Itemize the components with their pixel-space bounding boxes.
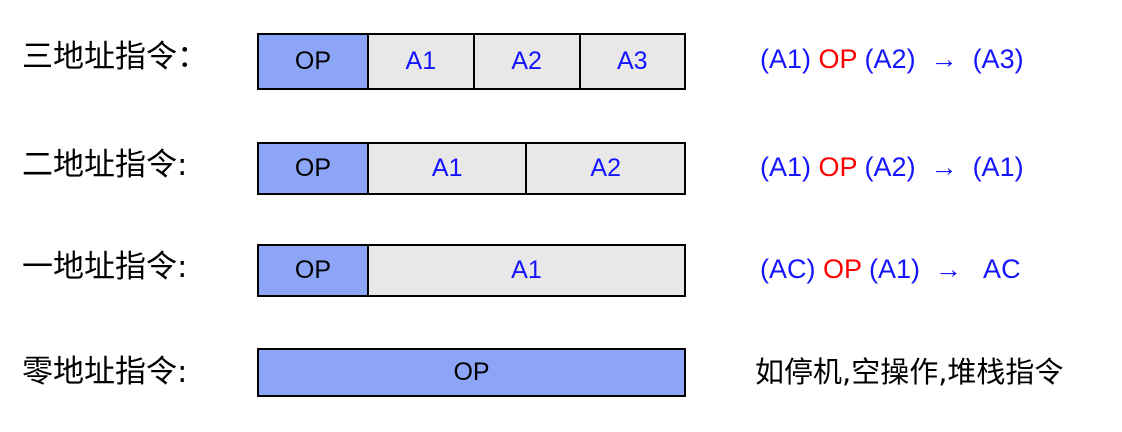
row-label-one-address: 一地址指令: bbox=[22, 249, 188, 285]
formula-operand-right: (A1) bbox=[861, 254, 936, 284]
field-address-1: A1 bbox=[366, 35, 473, 88]
note-zero-address: 如停机,空操作,堆栈指令 bbox=[755, 355, 1064, 389]
format-bar-zero-address: OP bbox=[257, 348, 686, 397]
field-address-1: A1 bbox=[366, 246, 684, 295]
formula-operand-right: (A2) bbox=[857, 152, 931, 182]
field-address-3: A3 bbox=[578, 35, 684, 88]
formula-operator: OP bbox=[818, 44, 858, 74]
row-label-two-address: 二地址指令: bbox=[22, 147, 188, 183]
field-opcode: OP bbox=[259, 246, 367, 295]
field-address-1: A1 bbox=[366, 144, 526, 193]
field-address-2: A2 bbox=[525, 144, 684, 193]
field-opcode: OP bbox=[259, 350, 684, 395]
formula-operator: OP bbox=[823, 254, 862, 284]
formula-operator: OP bbox=[818, 152, 858, 182]
right-arrow-icon: → bbox=[935, 254, 963, 284]
formula-operand-left: (A1) bbox=[760, 44, 819, 74]
field-opcode: OP bbox=[259, 35, 367, 88]
format-bar-two-address: OP A1 A2 bbox=[257, 142, 686, 195]
field-address-2: A2 bbox=[472, 35, 579, 88]
formula-operand-right: (A2) bbox=[857, 44, 931, 74]
formula-operand-left: (A1) bbox=[760, 152, 819, 182]
row-label-three-address: 三地址指令： bbox=[22, 39, 208, 75]
formula-two-address: (A1) OP (A2) → (A1) bbox=[760, 154, 1110, 181]
formula-operand-left: (AC) bbox=[760, 254, 823, 284]
formula-destination: (A3) bbox=[957, 44, 1024, 74]
format-bar-three-address: OP A1 A2 A3 bbox=[257, 33, 686, 90]
row-label-zero-address: 零地址指令: bbox=[22, 354, 188, 390]
formula-destination: AC bbox=[962, 254, 1021, 284]
field-opcode: OP bbox=[259, 144, 367, 193]
formula-three-address: (A1) OP (A2) → (A3) bbox=[760, 46, 1110, 73]
right-arrow-icon: → bbox=[930, 44, 958, 74]
formula-destination: (A1) bbox=[957, 152, 1024, 182]
formula-one-address: (AC) OP (A1) → AC bbox=[760, 256, 1110, 283]
right-arrow-icon: → bbox=[930, 152, 958, 182]
format-bar-one-address: OP A1 bbox=[257, 244, 686, 297]
